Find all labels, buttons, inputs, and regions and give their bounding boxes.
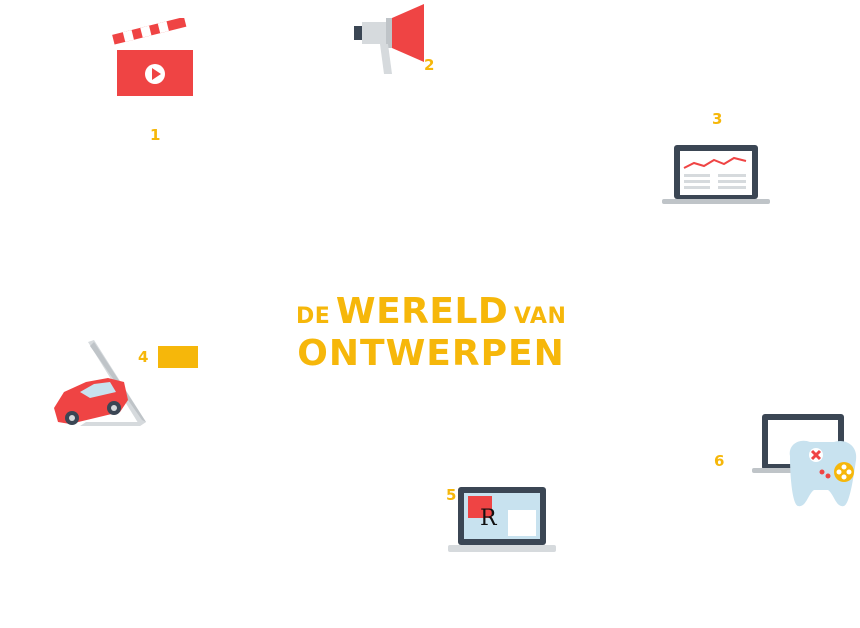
item-3-number: 3 [712, 110, 723, 128]
logo-letter: R [480, 506, 497, 531]
laptop-gamepad-icon [752, 414, 857, 507]
title-prefix: DE [296, 304, 331, 329]
item-1-number: 1 [150, 126, 161, 144]
megaphone-icon [354, 4, 424, 74]
page-title: DE WERELD VAN ONTWERPEN [296, 294, 566, 372]
item-2[interactable] [352, 0, 428, 78]
item-6[interactable] [748, 412, 860, 510]
laptop-chart-icon [662, 145, 770, 204]
item-4-label-bar [158, 346, 198, 368]
item-6-number: 6 [714, 452, 725, 470]
laptop-car-icon [54, 340, 146, 426]
laptop-logo-icon [448, 487, 556, 552]
item-2-number: 2 [424, 56, 435, 74]
item-5[interactable]: R [446, 486, 558, 556]
item-4-number: 4 [138, 348, 149, 366]
title-suffix: VAN [513, 304, 567, 329]
title-line2: ONTWERPEN [297, 333, 565, 374]
clapperboard-icon [112, 16, 193, 96]
item-4[interactable] [50, 338, 150, 438]
item-3[interactable] [660, 144, 772, 206]
item-5-number: 5 [446, 486, 457, 504]
title-highlight: WERELD [335, 291, 509, 332]
item-1[interactable] [112, 16, 198, 100]
